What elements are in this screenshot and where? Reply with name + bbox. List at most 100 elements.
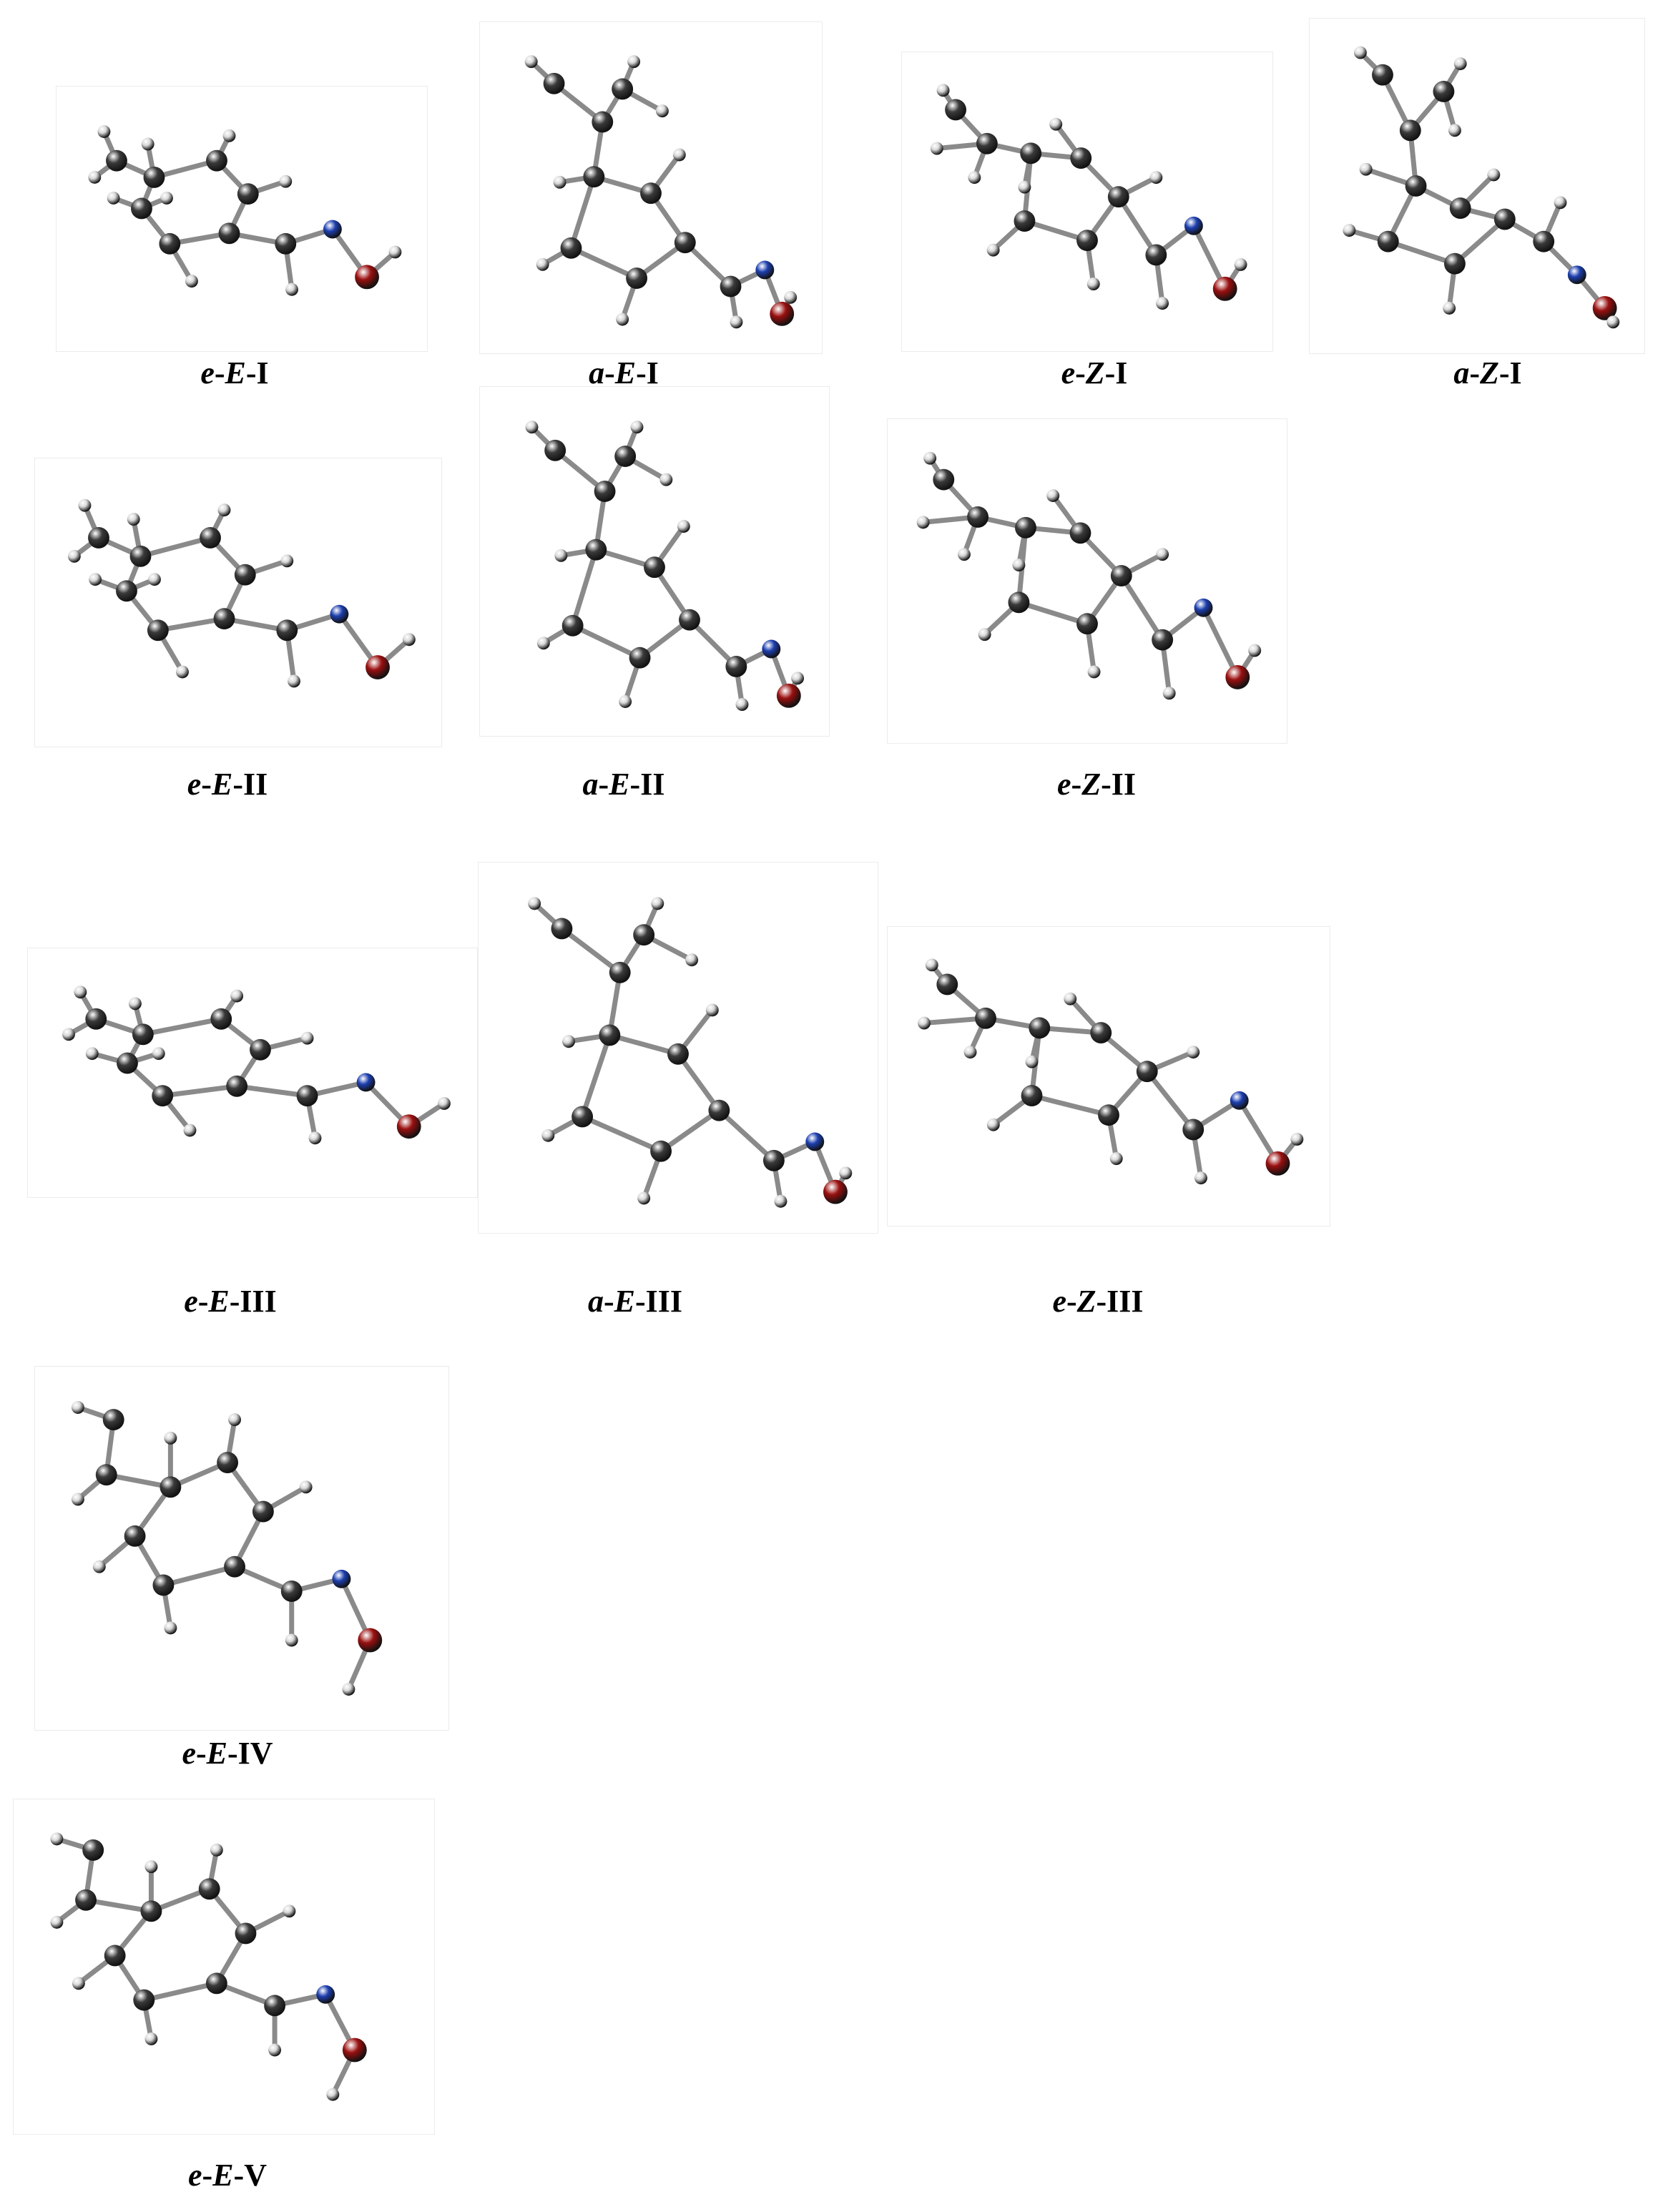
hydrogen-atom — [1109, 1152, 1123, 1166]
hydrogen-atom — [141, 137, 154, 151]
hydrogen-atom — [402, 633, 416, 647]
carbon-atom — [296, 1085, 318, 1107]
hydrogen-atom — [651, 897, 664, 910]
carbon-atom — [629, 647, 651, 669]
hydrogen-atom — [127, 513, 140, 526]
label-e-E-IV: e-E-IV — [182, 1736, 273, 1771]
hydrogen-atom — [685, 953, 699, 967]
carbon-atom — [88, 527, 109, 549]
hydrogen-atom — [144, 2032, 158, 2045]
hydrogen-atom — [217, 503, 231, 517]
hydrogen-atom — [978, 628, 991, 642]
hydrogen-atom — [128, 997, 142, 1011]
carbon-atom — [252, 1500, 274, 1523]
bond — [559, 925, 623, 975]
hydrogen-atom — [1187, 1046, 1200, 1059]
carbon-atom — [132, 1023, 154, 1046]
panel-a-E-III — [478, 862, 878, 1234]
hydrogen-atom — [300, 1031, 314, 1045]
hydrogen-atom — [97, 125, 111, 138]
carbon-atom — [160, 1476, 182, 1498]
carbon-atom — [206, 149, 227, 172]
hydrogen-atom — [525, 421, 539, 434]
hydrogen-atom — [1487, 168, 1501, 182]
bond — [1200, 605, 1240, 680]
carbon-atom — [85, 1008, 107, 1030]
hydrogen-atom — [554, 549, 568, 562]
label-a-E-II: a-E-II — [582, 767, 665, 802]
label-e-E-III: e-E-III — [184, 1284, 277, 1319]
oxygen-atom — [770, 301, 795, 326]
hydrogen-atom — [627, 55, 641, 69]
carbon-atom — [544, 439, 566, 461]
hydrogen-atom — [524, 55, 538, 69]
bond — [716, 1108, 777, 1164]
nitrogen-atom — [316, 1985, 335, 2004]
nitrogen-atom — [356, 1073, 376, 1092]
carbon-atom — [82, 1839, 104, 1861]
label-a-E-I: a-E-I — [589, 355, 659, 390]
panel-e-E-V — [13, 1799, 435, 2135]
hydrogen-atom — [1086, 277, 1100, 291]
hydrogen-atom — [326, 2088, 340, 2101]
hydrogen-atom — [71, 1401, 84, 1414]
carbon-atom — [725, 656, 747, 677]
carbon-atom — [224, 1555, 245, 1578]
carbon-atom — [1076, 230, 1098, 252]
hydrogen-atom — [528, 897, 541, 910]
hydrogen-atom — [144, 1860, 158, 1874]
hydrogen-atom — [839, 1166, 853, 1180]
carbon-atom — [1076, 613, 1098, 635]
carbon-atom — [234, 564, 256, 586]
hydrogen-atom — [62, 1028, 75, 1041]
carbon-atom — [1098, 1104, 1119, 1126]
hydrogen-atom — [655, 104, 669, 118]
label-e-Z-III: e-Z-III — [1052, 1284, 1144, 1319]
carbon-atom — [1443, 252, 1466, 275]
bond — [83, 1897, 154, 1914]
bond — [234, 1083, 310, 1098]
carbon-atom — [275, 232, 297, 255]
carbon-atom — [1372, 64, 1393, 86]
hydrogen-atom — [230, 989, 244, 1003]
hydrogen-atom — [1290, 1133, 1304, 1146]
hydrogen-atom — [164, 1621, 177, 1635]
carbon-atom — [1145, 244, 1167, 266]
hydrogen-atom — [279, 174, 293, 188]
carbon-atom — [205, 1972, 227, 1995]
carbon-atom — [543, 72, 565, 94]
hydrogen-atom — [1443, 301, 1456, 315]
nitrogen-atom — [1194, 598, 1213, 617]
hydrogen-atom — [923, 451, 937, 465]
hydrogen-atom — [228, 1413, 242, 1427]
label-a-Z-I: a-Z-I — [1453, 355, 1522, 390]
hydrogen-atom — [562, 1035, 575, 1048]
bond — [658, 1108, 722, 1154]
carbon-atom — [1107, 186, 1129, 208]
bond — [1452, 217, 1508, 267]
carbon-atom — [708, 1099, 730, 1121]
carbon-atom — [762, 1149, 785, 1171]
bond — [140, 1016, 224, 1037]
carbon-atom — [551, 918, 573, 940]
carbon-atom — [571, 1106, 594, 1128]
carbon-atom — [1014, 210, 1036, 232]
hydrogen-atom — [553, 175, 566, 189]
carbon-atom — [226, 1075, 248, 1097]
carbon-atom — [561, 614, 584, 636]
carbon-atom — [1008, 591, 1030, 614]
carbon-atom — [213, 608, 235, 630]
molecule-e-E-IV — [71, 1401, 383, 1696]
bond — [1119, 573, 1165, 643]
bond — [570, 547, 599, 629]
molecule-e-E-III — [62, 985, 451, 1145]
hydrogen-atom — [1018, 180, 1031, 194]
carbon-atom — [592, 111, 614, 133]
bond — [568, 245, 639, 281]
label-e-E-V: e-E-V — [188, 2158, 267, 2193]
carbon-atom — [102, 1409, 124, 1431]
carbon-atom — [95, 1464, 117, 1486]
carbon-atom — [612, 78, 634, 100]
molecule-e-E-I — [88, 125, 402, 296]
molecule-a-Z-I — [1343, 46, 1620, 329]
